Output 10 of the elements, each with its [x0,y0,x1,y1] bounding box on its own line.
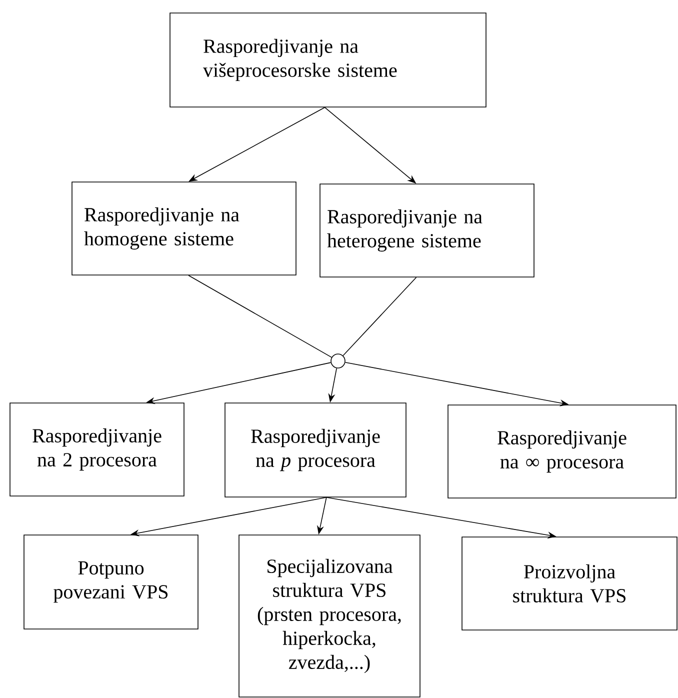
process-box: Proizvoljna struktura VPS [462,536,678,630]
process-box: Rasporedjivanje na ∞ procesora [448,404,676,498]
process-box: Rasporedjivanje na homogene sisteme [72,182,296,276]
junction-circle [330,354,346,368]
process-box: Specijalizovana struktura VPS (prsten procesora, hiperkocka, zvezda,...) [238,534,420,698]
process-box: Potpuno povezani VPS [24,534,198,630]
process-box: Rasporedjivanje na 2 procesora [10,402,184,496]
process-box: Rasporedjivanje na višeprocesorske sisteme [170,12,486,108]
process-box: Rasporedjivanje na p procesora [224,402,406,498]
process-box: Rasporedjivanje na heterogene sisteme [320,184,534,278]
